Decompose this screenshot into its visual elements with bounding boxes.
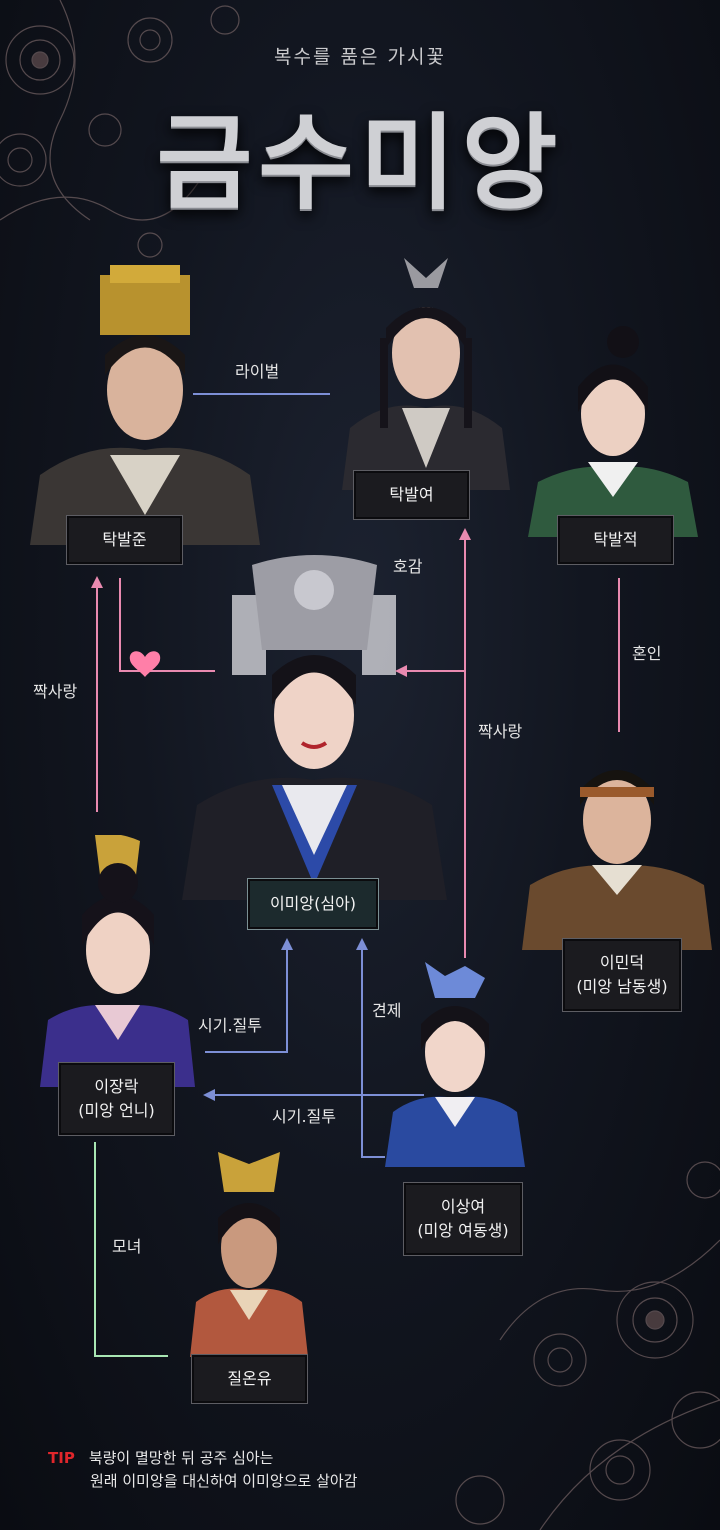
note-isangyeo: (미앙 여동생): [417, 1221, 509, 1240]
label-rival: 라이벌: [235, 362, 280, 381]
label-restraint: 견제: [372, 1001, 402, 1020]
label-mother-daughter: 모녀: [112, 1237, 142, 1256]
nameplate-tabalyeo: 탁발여: [353, 470, 470, 520]
tip-label: TIP: [48, 1449, 75, 1467]
restraint-line: [361, 948, 385, 1158]
jealousy-1-line: [205, 948, 288, 1053]
nameplate-iminduk: 이민덕 (미앙 남동생): [562, 938, 682, 1012]
mother-daughter-line: [94, 1142, 168, 1357]
nameplate-tabaljun: 탁발준: [66, 515, 183, 565]
name-imiang: 이미앙(심아): [269, 894, 357, 913]
label-favor: 호감: [393, 557, 423, 576]
name-tabalyeo: 탁발여: [389, 485, 434, 504]
crush-left-arrow: [91, 576, 103, 588]
favor-arrow-up: [459, 528, 471, 540]
name-jileunyu: 질온유: [227, 1369, 272, 1388]
tip-note: TIP 북량이 멸망한 뒤 공주 심아는 원래 이미앙을 대신하여 이미앙으로 살…: [48, 1447, 357, 1493]
name-iminduk: 이민덕: [599, 953, 645, 972]
portrait-isangyeo: [385, 962, 525, 1167]
portrait-tabalyeo: [342, 258, 510, 490]
portrait-imiang: [182, 555, 447, 900]
jealousy-2-arrow: [203, 1089, 215, 1101]
subtitle: 복수를 품은 가시꽃: [274, 46, 446, 68]
label-jealousy-1: 시기.질투: [198, 1016, 262, 1035]
tip-line-2: 원래 이미앙을 대신하여 이미앙으로 살아감: [90, 1472, 358, 1490]
tip-line-1: 북량이 멸망한 뒤 공주 심아는: [88, 1449, 274, 1467]
restraint-arrow: [356, 938, 368, 950]
heart-icon: [129, 651, 161, 677]
portrait-jileunyu: [190, 1152, 308, 1357]
name-tabaljeok: 탁발적: [593, 530, 638, 549]
nameplate-jileunyu: 질온유: [191, 1354, 308, 1404]
page-title: 금수미앙: [156, 101, 564, 224]
jealousy-1-arrow: [281, 938, 293, 950]
name-tabaljun: 탁발준: [102, 530, 147, 549]
name-ijangrak: 이장락: [94, 1077, 139, 1096]
tabaljun-imiang-line: [119, 578, 215, 672]
label-crush-left: 짝사랑: [33, 682, 78, 701]
note-ijangrak: (미앙 언니): [78, 1101, 155, 1120]
portrait-iminduk: [522, 770, 712, 950]
note-iminduk: (미앙 남동생): [576, 977, 668, 996]
nameplate-tabaljeok: 탁발적: [557, 515, 674, 565]
nameplate-imiang: 이미앙(심아): [247, 878, 379, 930]
favor-arrow: [395, 665, 407, 677]
nameplate-isangyeo: 이상여 (미앙 여동생): [403, 1182, 523, 1256]
name-isangyeo: 이상여: [440, 1197, 486, 1216]
label-crush-right: 짝사랑: [478, 722, 523, 741]
label-jealousy-2: 시기.질투: [272, 1107, 336, 1126]
label-marriage: 혼인: [632, 644, 662, 663]
nameplate-ijangrak: 이장락 (미앙 언니): [58, 1062, 175, 1136]
